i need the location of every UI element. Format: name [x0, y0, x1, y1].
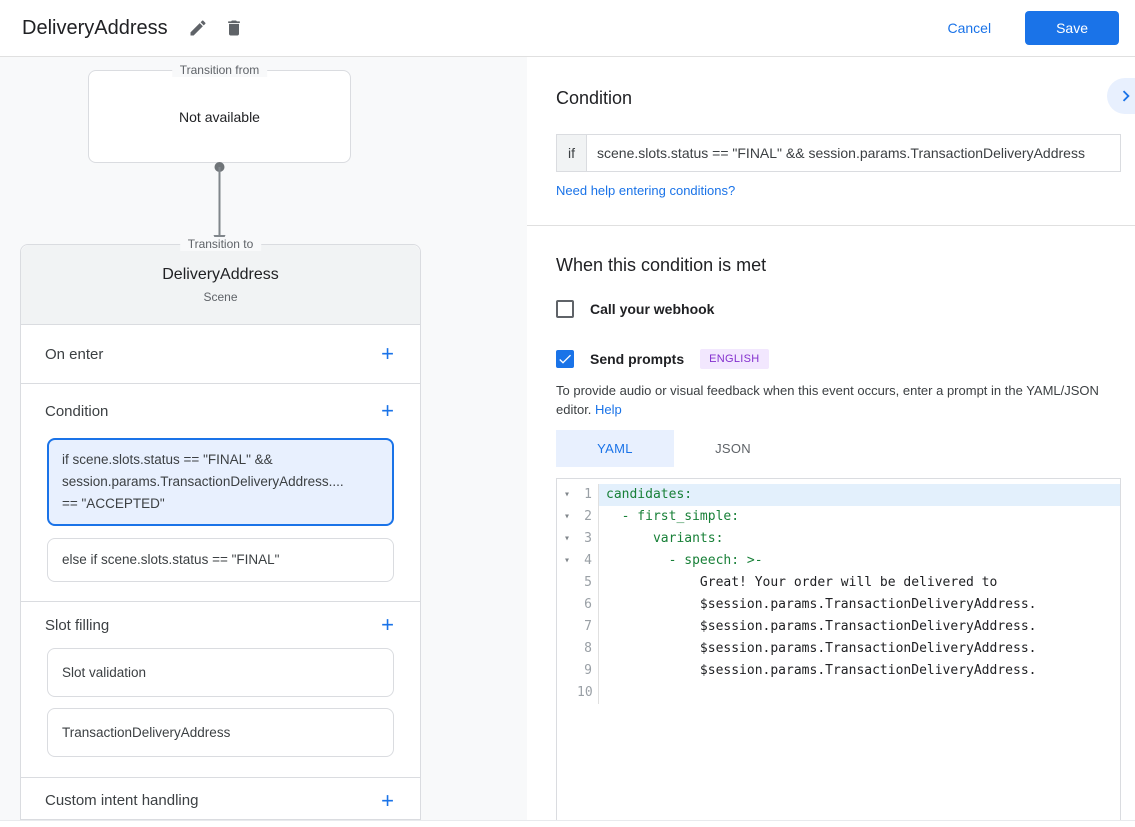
condition-item-selected[interactable]: if scene.slots.status == "FINAL" && sess…: [47, 438, 394, 526]
editor-line: 9 $session.params.TransactionDeliveryAdd…: [557, 660, 1120, 682]
send-prompts-checkbox[interactable]: [556, 350, 574, 368]
section-divider: [527, 225, 1135, 226]
save-button[interactable]: Save: [1025, 11, 1119, 45]
condition-expression-row: if: [556, 134, 1121, 172]
fold-arrow-icon[interactable]: ▾: [563, 489, 571, 500]
code-text: candidates:: [599, 484, 1120, 506]
pencil-icon: [188, 18, 208, 38]
if-prefix-label: if: [557, 135, 587, 171]
condition-section: Condition + if scene.slots.status == "FI…: [21, 384, 420, 602]
fold-arrow-icon[interactable]: ▾: [563, 511, 571, 522]
tab-yaml[interactable]: YAML: [556, 430, 674, 467]
transition-to-label: Transition to: [179, 237, 262, 251]
condition-panel-title: Condition: [556, 88, 633, 108]
checkmark-icon: [557, 351, 573, 367]
line-number: 1: [577, 484, 599, 506]
editor-line: ▾ 4 - speech: >-: [557, 550, 1120, 572]
editor-line: ▾ 2 - first_simple:: [557, 506, 1120, 528]
code-text: [599, 682, 1120, 704]
custom-intent-label: Custom intent handling: [45, 792, 199, 809]
condition-section-label: Condition: [45, 402, 109, 420]
prompts-description-text: To provide audio or visual feedback when…: [556, 383, 1099, 417]
line-number: 10: [577, 682, 599, 704]
slot-item-delivery-address[interactable]: TransactionDeliveryAddress: [47, 708, 394, 757]
scene-diagram-panel: Transition from Not available Transition…: [0, 57, 527, 820]
slot-filling-section: Slot filling + Slot validation Transacti…: [21, 602, 420, 778]
top-header: DeliveryAddress Cancel Save: [0, 0, 1135, 57]
transition-from-value: Not available: [179, 108, 260, 125]
webhook-checkbox[interactable]: [556, 300, 574, 318]
line-number: 3: [577, 528, 599, 550]
editor-line: 7 $session.params.TransactionDeliveryAdd…: [557, 616, 1120, 638]
conditions-help-link[interactable]: Need help entering conditions?: [556, 183, 736, 198]
editor-format-tabs: YAML JSON: [556, 430, 792, 467]
scene-card-header: DeliveryAddress Scene: [21, 245, 420, 325]
transition-to-card: Transition to DeliveryAddress Scene On e…: [20, 237, 421, 823]
code-text: - first_simple:: [606, 509, 740, 524]
add-condition-button[interactable]: +: [381, 398, 394, 423]
send-prompts-row[interactable]: Send prompts ENGLISH: [556, 349, 769, 369]
condition-expression-input[interactable]: [587, 135, 1120, 171]
slot-filling-label: Slot filling: [45, 616, 110, 634]
transition-from-label: Transition from: [171, 63, 268, 77]
tab-json[interactable]: JSON: [715, 441, 751, 456]
line-number: 6: [577, 594, 599, 616]
line-number: 2: [577, 506, 599, 528]
editor-line: ▾ 1 candidates:: [557, 484, 1120, 506]
on-enter-section: On enter +: [21, 325, 420, 384]
line-number: 9: [577, 660, 599, 682]
code-text: $session.params.TransactionDeliveryAddre…: [606, 619, 1037, 634]
add-slot-button[interactable]: +: [381, 612, 394, 637]
page-title: DeliveryAddress: [22, 16, 168, 39]
scene-type: Scene: [203, 289, 238, 304]
line-number: 5: [577, 572, 599, 594]
trash-icon: [224, 18, 244, 38]
custom-intent-section: Custom intent handling +: [21, 778, 420, 823]
code-text: $session.params.TransactionDeliveryAddre…: [606, 597, 1037, 612]
editor-line: 8 $session.params.TransactionDeliveryAdd…: [557, 638, 1120, 660]
add-on-enter-button[interactable]: +: [381, 341, 394, 366]
prompts-help-link[interactable]: Help: [595, 402, 622, 417]
language-badge: ENGLISH: [700, 349, 769, 369]
webhook-label: Call your webhook: [590, 301, 715, 317]
cancel-button[interactable]: Cancel: [923, 11, 1015, 45]
condition-detail-panel: Condition if Need help entering conditio…: [527, 57, 1135, 827]
condition-item[interactable]: else if scene.slots.status == "FINAL": [47, 538, 394, 582]
delete-scene-button[interactable]: [216, 10, 252, 46]
code-text: Great! Your order will be delivered to: [606, 575, 998, 590]
collapse-panel-button[interactable]: [1107, 78, 1135, 114]
fold-arrow-icon[interactable]: ▾: [563, 533, 571, 544]
code-text: variants:: [606, 531, 724, 546]
fold-arrow-icon[interactable]: ▾: [563, 555, 571, 566]
editor-line: 10: [557, 682, 1120, 704]
slot-item-validation[interactable]: Slot validation: [47, 648, 394, 697]
send-prompts-label: Send prompts: [590, 351, 685, 367]
editor-line: ▾ 3 variants:: [557, 528, 1120, 550]
scene-name: DeliveryAddress: [162, 265, 279, 283]
line-number: 8: [577, 638, 599, 660]
line-number: 4: [577, 550, 599, 572]
code-text: $session.params.TransactionDeliveryAddre…: [606, 641, 1037, 656]
line-number: 7: [577, 616, 599, 638]
editor-line: 6 $session.params.TransactionDeliveryAdd…: [557, 594, 1120, 616]
call-webhook-row[interactable]: Call your webhook: [556, 300, 714, 318]
when-condition-met-title: When this condition is met: [556, 255, 767, 275]
chevron-right-icon: [1115, 85, 1135, 107]
on-enter-label: On enter: [45, 345, 104, 363]
edit-scene-button[interactable]: [180, 10, 216, 46]
bottom-scroll-strip: [0, 820, 1135, 827]
transition-from-box: Transition from Not available: [88, 63, 351, 163]
code-text: $session.params.TransactionDeliveryAddre…: [606, 663, 1037, 678]
add-custom-intent-button[interactable]: +: [381, 787, 394, 813]
code-text: - speech: >-: [606, 553, 763, 568]
prompts-description: To provide audio or visual feedback when…: [556, 381, 1121, 419]
yaml-code-editor[interactable]: ▾ 1 candidates: ▾ 2 - first_simple: ▾ 3 …: [556, 478, 1121, 827]
editor-line: 5 Great! Your order will be delivered to: [557, 572, 1120, 594]
